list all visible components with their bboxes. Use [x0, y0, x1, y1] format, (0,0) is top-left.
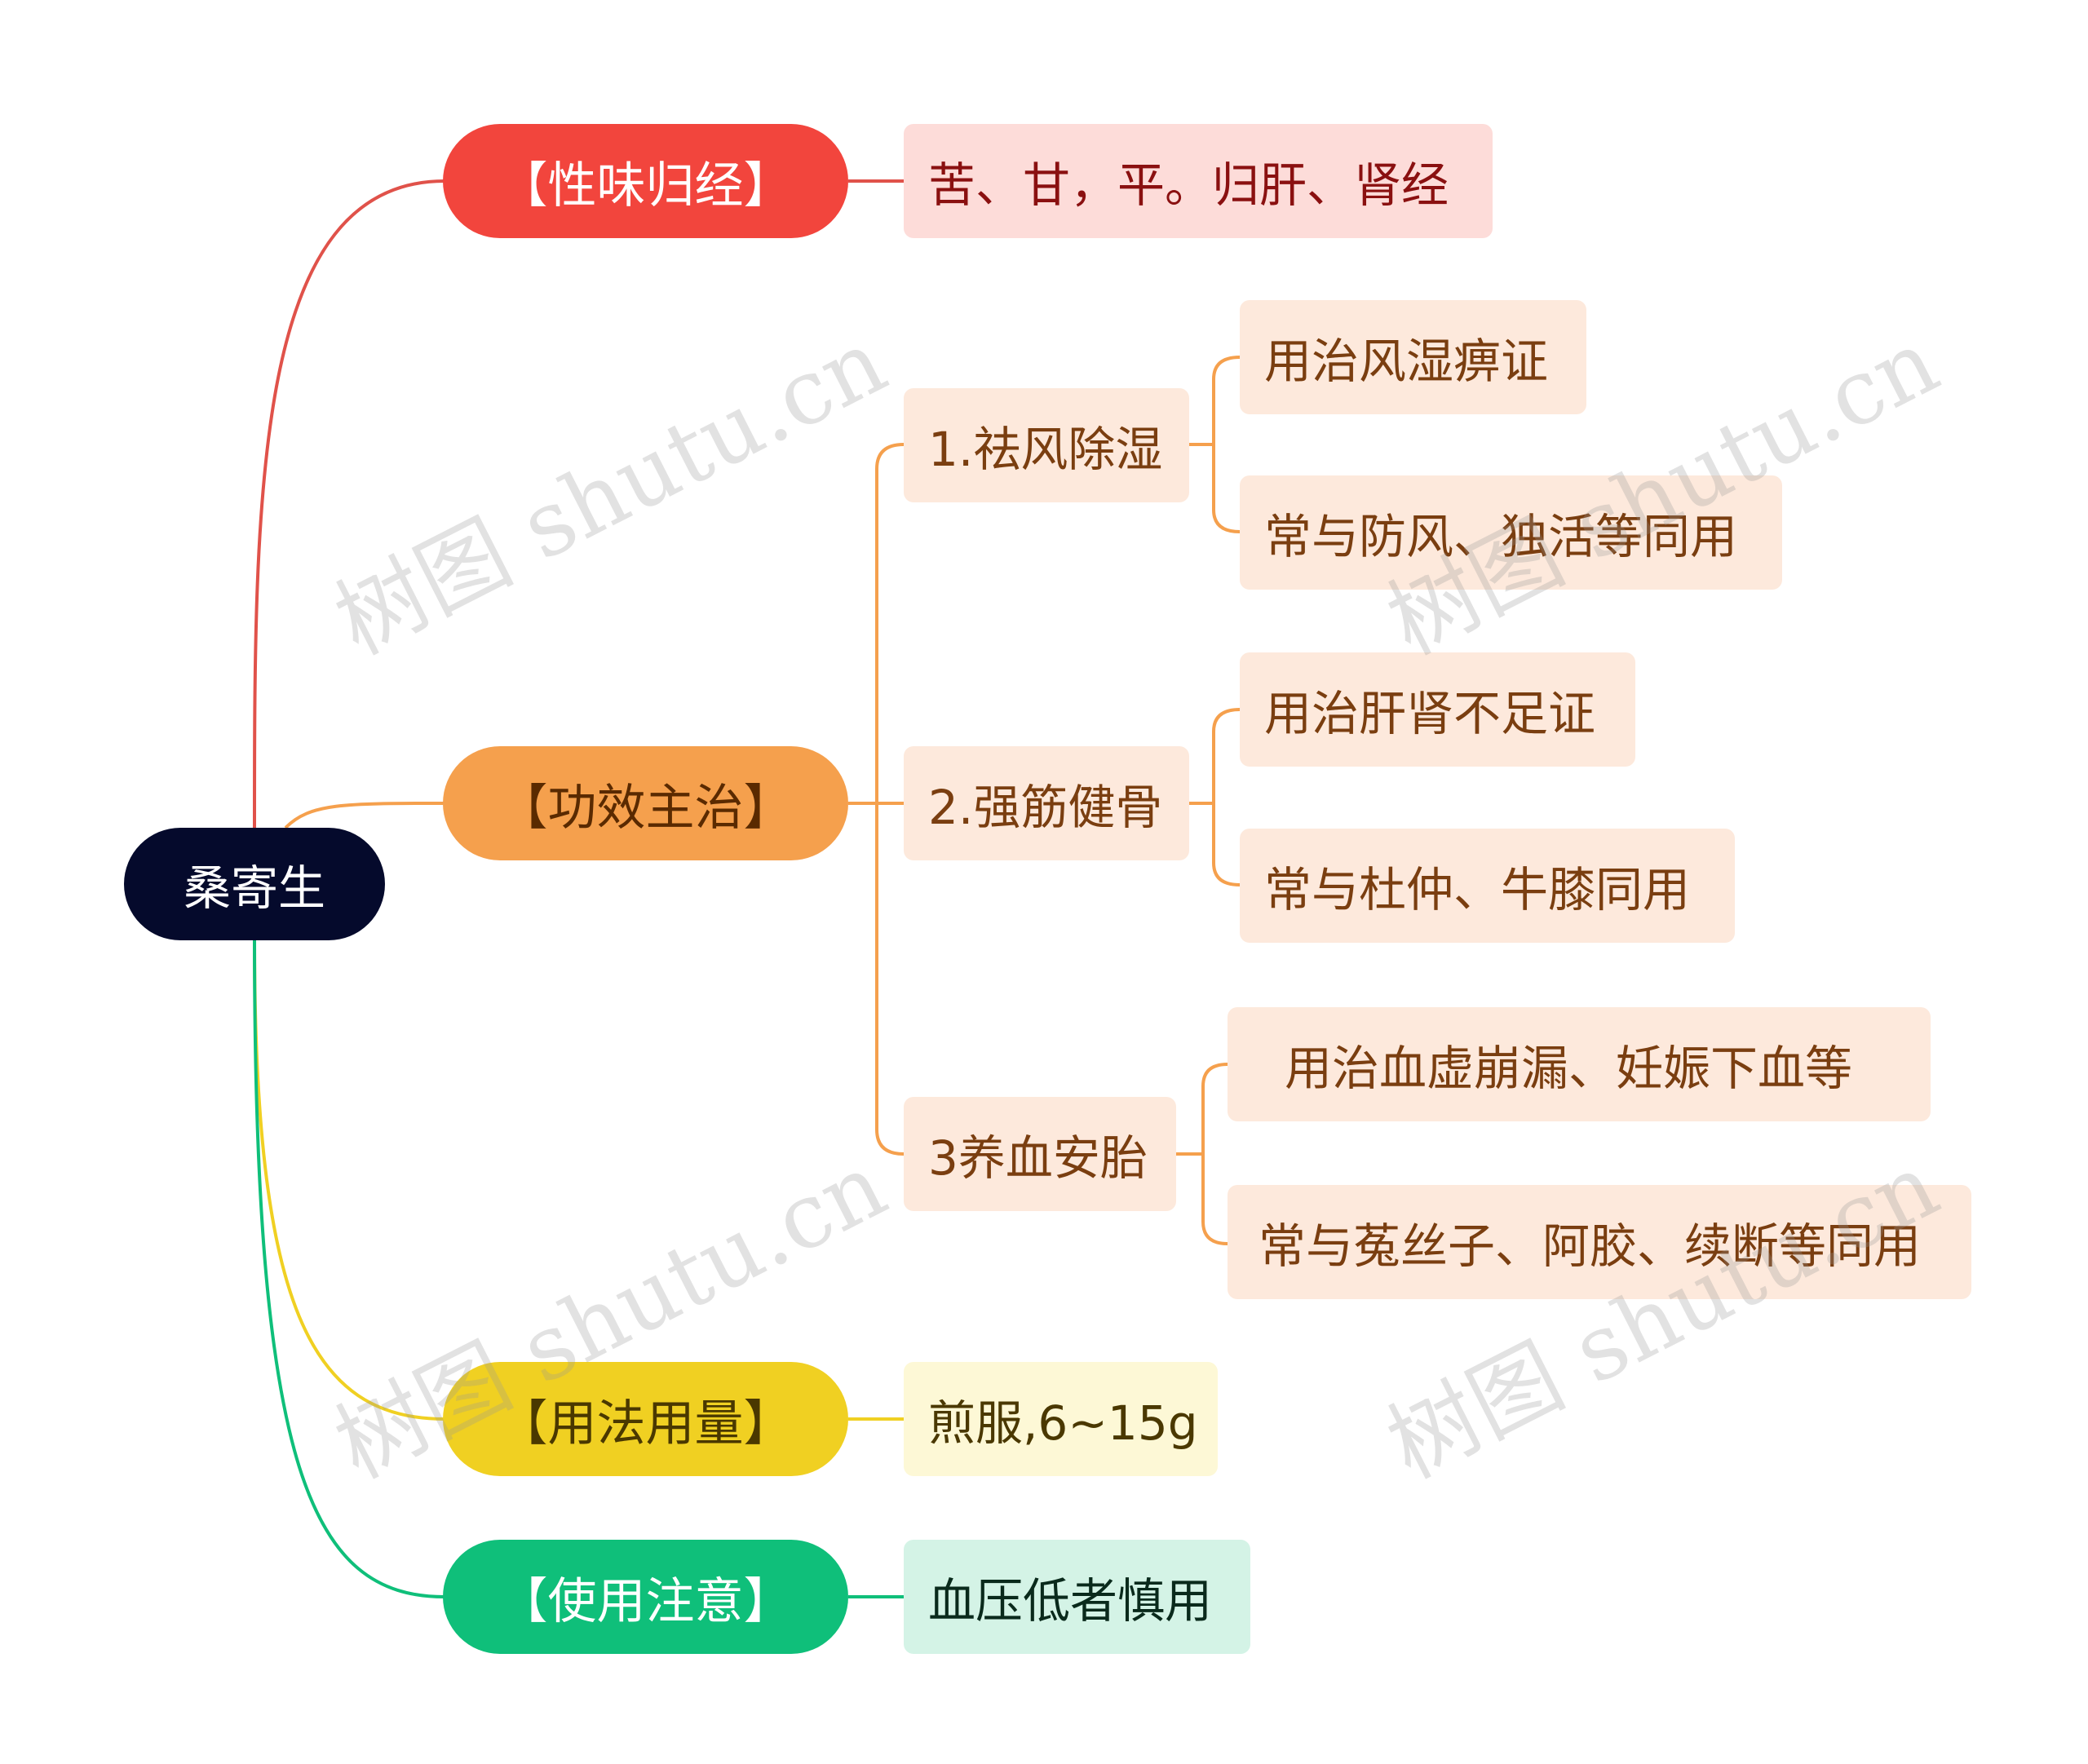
branch-xingwei[interactable]: 【性味归经】: [443, 124, 848, 238]
leaf-xingwei-content[interactable]: 苦、甘，平。归肝、肾经: [904, 124, 1493, 238]
leaf-yangxue-1[interactable]: 用治血虚崩漏、妊娠下血等: [1228, 1007, 1931, 1121]
leaf-qiangjin-1[interactable]: 用治肝肾不足证: [1240, 652, 1635, 767]
connector-gongxiao-sub1: [875, 443, 905, 803]
connector-root-yongfa: [253, 937, 445, 1421]
leaf-qufeng-2[interactable]: 常与防风、独活等同用: [1240, 475, 1782, 590]
connector-root-xingwei: [253, 179, 445, 829]
root-node[interactable]: 桑寄生: [124, 828, 385, 940]
connector-root-gongxiao: [284, 802, 445, 829]
connector-sub2-leaf1: [1212, 708, 1241, 803]
connector-gongxiao-sub3: [875, 803, 905, 1156]
connector-sub3-leaf1: [1201, 1063, 1228, 1154]
leaf-qiangjin-2[interactable]: 常与杜仲、牛膝同用: [1240, 829, 1735, 943]
connector-sub1-leaf1: [1212, 356, 1241, 444]
leaf-yangxue-2[interactable]: 常与菟丝子、阿胶、续断等同用: [1228, 1185, 1971, 1299]
connector-sub3-leaf2: [1201, 1154, 1228, 1245]
branch-zhuyi[interactable]: 【使用注意】: [443, 1540, 848, 1654]
connector-root-zhuyi: [253, 937, 445, 1598]
sub-qufeng[interactable]: 1.祛风除湿: [904, 388, 1189, 502]
sub-yangxue[interactable]: 3养血安胎: [904, 1097, 1176, 1211]
sub-qiangjin[interactable]: 2.强筋健骨: [904, 746, 1189, 860]
branch-gongxiao[interactable]: 【功效主治】: [443, 746, 848, 860]
leaf-qufeng-1[interactable]: 用治风湿痹证: [1240, 300, 1586, 414]
connector-sub1-leaf2: [1212, 444, 1241, 533]
leaf-zhuyi-content[interactable]: 血压低者慎用: [904, 1540, 1250, 1654]
connector-sub2-leaf2: [1212, 803, 1241, 886]
branch-yongfa[interactable]: 【用法用量】: [443, 1362, 848, 1476]
leaf-yongfa-content[interactable]: 煎服,6~15g: [904, 1362, 1218, 1476]
